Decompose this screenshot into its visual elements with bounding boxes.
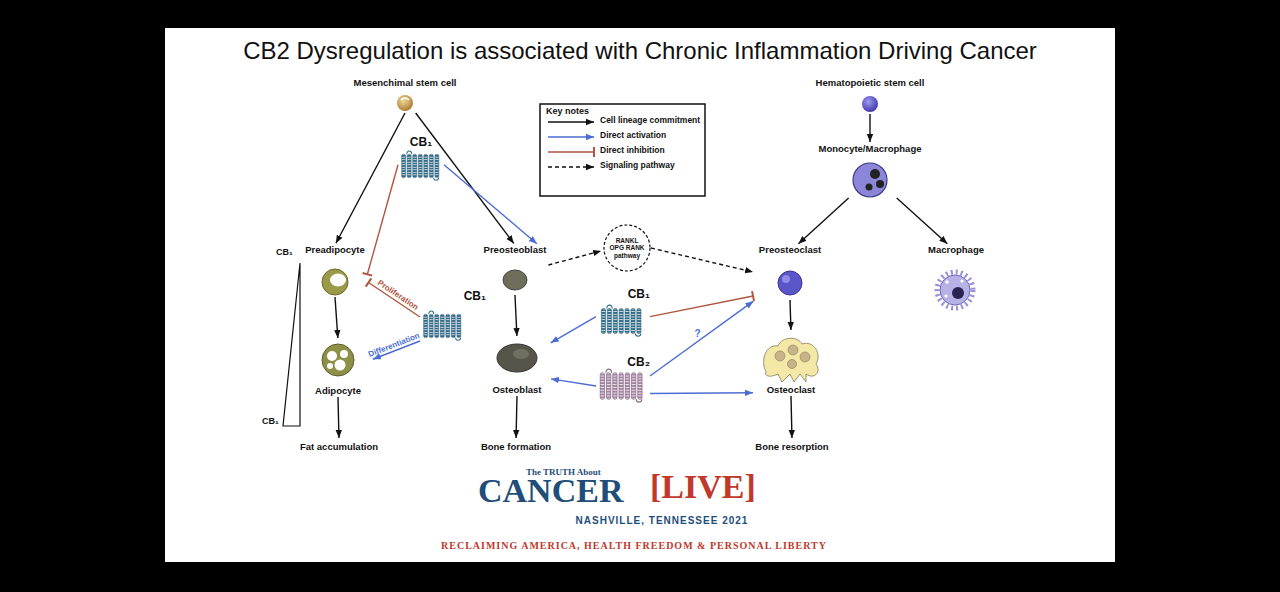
edge-label: Differentiation: [367, 331, 421, 359]
outcome-node: Bone resorption: [753, 440, 830, 454]
cb1-receptor: [424, 311, 461, 340]
watermark-text: CANCER: [478, 474, 623, 508]
receptor-node: CB₁: [398, 136, 444, 184]
node-label: Osteoclast: [767, 385, 816, 396]
cell-node: Adipocyte: [305, 340, 371, 397]
legend-sample: [548, 166, 594, 167]
receptor-node: CB₁: [596, 288, 650, 340]
cell-node: Preosteoclast: [755, 245, 825, 300]
node-label: Adipocyte: [315, 386, 361, 397]
receptor-label: CB₁: [464, 290, 486, 304]
cell-node: Osteoclast: [755, 332, 827, 396]
activation-arrow: [551, 317, 596, 343]
cb1-receptor: [601, 305, 641, 336]
lineage-arrow: [335, 297, 338, 338]
legend-text: Direct inhibition: [600, 146, 665, 155]
cell-node: Macrophage: [920, 245, 992, 310]
pathway-node: RANKL OPG RANK pathway: [603, 224, 651, 272]
lineage-arrow: [869, 114, 870, 142]
legend-text: Cell lineage commitment: [600, 116, 700, 125]
edge-label: ?: [695, 327, 701, 338]
legend-box: [540, 104, 705, 196]
watermark-text: RECLAIMING AMERICA, HEALTH FREEDOM & PER…: [441, 541, 827, 551]
cell-node: Preosteoblast: [482, 245, 549, 295]
node-label: Fat accumulation: [300, 442, 378, 453]
outcome-node: Fat accumulation: [298, 440, 380, 454]
node-label: Preadipocyte: [305, 245, 365, 256]
node-label: Bone resorption: [755, 442, 828, 453]
node-label: Hematopoietic stem cell: [816, 78, 925, 89]
cell-node: Osteoblast: [485, 338, 549, 396]
legend-sample: [548, 121, 594, 122]
node-label: Preosteoblast: [484, 245, 547, 256]
gradient-wedge: [283, 263, 300, 426]
slide-title: CB2 Dysregulation is associated with Chr…: [220, 37, 1060, 64]
legend-sample: [548, 136, 594, 137]
lineage-arrow: [897, 198, 948, 244]
signaling-arrow: [651, 248, 753, 272]
legend-text: Direct activation: [600, 131, 666, 140]
cell-icons: [322, 95, 973, 382]
gradient-label: CB₁: [276, 248, 293, 257]
lineage-arrow: [789, 300, 791, 330]
cell-node: Preadipocyte: [303, 245, 367, 297]
legend-sample: [548, 151, 594, 152]
lineage-arrow: [337, 397, 339, 438]
node-label: Mesenchimal stem cell: [354, 78, 457, 89]
cell-node: Mesenchimal stem cell: [352, 78, 459, 113]
activation-arrow: [650, 392, 753, 394]
node-label: Preosteoclast: [759, 245, 821, 256]
receptor-label: CB₁: [410, 136, 432, 150]
cell-node: Monocyte/Macrophage: [817, 144, 924, 198]
lineage-arrow: [515, 396, 517, 438]
receptor-label: CB₂: [627, 356, 650, 370]
inhibition-line: [650, 296, 753, 317]
cb2-receptor: [600, 369, 642, 402]
activation-arrow: [650, 301, 753, 376]
inhibition-line: [367, 165, 398, 274]
legend-text: Signaling pathway: [600, 161, 675, 170]
watermark-text: NASHVILLE, TENNESSEE 2021: [576, 516, 749, 526]
watermark-text: [LIVE]: [650, 470, 756, 504]
activation-arrow: [444, 165, 537, 244]
lineage-arrow: [515, 295, 517, 336]
outcome-node: Bone formation: [479, 440, 553, 454]
node-label: Monocyte/Macrophage: [819, 144, 922, 155]
activation-arrow: [551, 379, 596, 386]
lineage-arrow: [790, 396, 792, 438]
lineage-arrow: [798, 198, 848, 244]
receptor-label: CB₁: [628, 288, 650, 302]
node-label: Osteoblast: [492, 385, 541, 396]
node-label: Bone formation: [481, 442, 551, 453]
lineage-arrow: [416, 113, 514, 243]
signaling-arrow: [548, 251, 601, 265]
edge-label: Proliferation: [375, 278, 419, 312]
receptor-node: CB₁: [420, 290, 486, 350]
receptor-node: CB₂: [596, 356, 650, 406]
node-label: RANKL OPG RANK pathway: [609, 237, 645, 258]
legend-heading: Key notes: [546, 107, 589, 116]
gradient-label: CB₁: [262, 417, 279, 426]
cell-node: Hematopoietic stem cell: [814, 78, 927, 114]
cb1-receptor: [402, 151, 439, 180]
node-label: Macrophage: [928, 245, 984, 256]
